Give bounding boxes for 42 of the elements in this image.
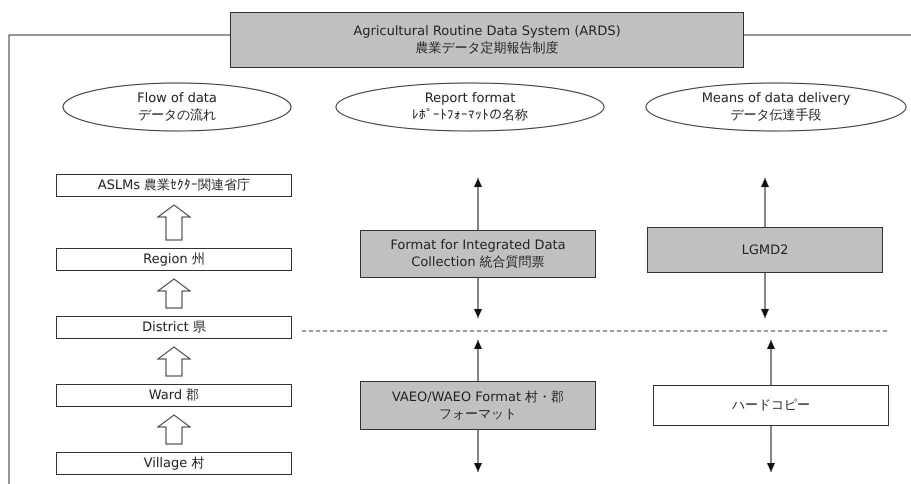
box-label: Means of data delivery [702, 90, 850, 107]
title-box [230, 12, 744, 68]
block-arrow [156, 346, 192, 376]
heading-ellipse [62, 82, 292, 132]
heading-ellipse [335, 82, 605, 132]
box-label: ﾚﾎﾟｰﾄﾌｫｰﾏｯﾄの名称 [412, 107, 528, 124]
level-box [56, 384, 292, 407]
box-label: データ伝達手段 [730, 107, 822, 124]
box-label: ASLMs 農業ｾｸﾀｰ関連省庁 [98, 177, 250, 194]
box-label: VAEO/WAEO Format 村・郡フォーマット [390, 388, 566, 422]
box-label: Format for Integrated Data Collection 統合質問票 [389, 237, 567, 271]
box-label: データの流れ [138, 107, 216, 124]
block-arrow [156, 414, 192, 444]
box-label: LGMD2 [742, 242, 788, 258]
box-label: Agricultural Routine Data System (ARDS) [353, 23, 621, 40]
box-label: Flow of data [137, 90, 217, 107]
heading-ellipse [645, 82, 907, 132]
format-box [360, 381, 596, 430]
delivery-box [647, 227, 883, 273]
level-box [56, 248, 292, 271]
box-label: 農業データ定期報告制度 [416, 40, 558, 57]
arrow [474, 340, 482, 382]
box-label: District 県 [142, 319, 206, 336]
format-box [360, 230, 596, 278]
arrow [761, 272, 769, 318]
level-box [56, 174, 292, 197]
delivery-box [653, 385, 889, 426]
block-arrow [156, 278, 192, 308]
box-label: Ward 郡 [148, 387, 200, 404]
arrow [767, 426, 775, 472]
box-label: ハードコピー [732, 397, 810, 414]
box-label: Region 州 [143, 251, 205, 268]
level-box [56, 452, 292, 475]
box-label: Village 村 [144, 455, 204, 472]
arrow [474, 430, 482, 472]
level-box [56, 316, 292, 339]
block-arrow [156, 204, 192, 240]
arrow [761, 178, 769, 228]
arrow [767, 340, 775, 386]
arrow [474, 178, 482, 230]
arrow [474, 278, 482, 318]
box-label: Report format [424, 90, 516, 107]
